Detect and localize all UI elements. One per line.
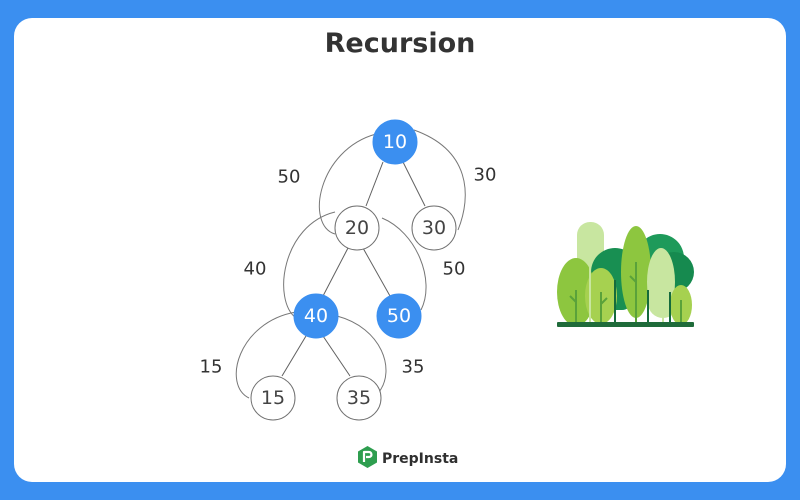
edge-20-50 xyxy=(362,247,391,297)
brand-logo: PrepInsta xyxy=(358,446,458,472)
tree-node: 30 xyxy=(411,205,457,251)
node-label: 10 xyxy=(383,131,407,153)
tree-node: 20 xyxy=(334,205,380,251)
tree-node: 15 xyxy=(250,375,296,421)
return-label: 40 xyxy=(244,259,267,280)
arc-15-to-40 xyxy=(235,311,297,399)
node-label: 40 xyxy=(304,305,328,327)
tree-node: 10 xyxy=(372,119,418,165)
return-labels: 50 30 40 50 15 35 xyxy=(200,165,497,378)
node-label: 35 xyxy=(347,387,371,409)
return-label: 15 xyxy=(200,357,223,378)
arc-30-to-10 xyxy=(413,129,466,231)
node-label: 50 xyxy=(387,305,411,327)
tree-nodes: 10 20 30 40 50 15 35 xyxy=(250,119,457,421)
arc-35-to-40 xyxy=(336,315,387,393)
edge-40-35 xyxy=(322,335,351,377)
node-label: 15 xyxy=(261,387,285,409)
edge-10-20 xyxy=(365,161,384,207)
tree-node: 50 xyxy=(376,293,422,339)
tree-edges xyxy=(281,161,426,377)
return-label: 50 xyxy=(278,167,301,188)
node-label: 30 xyxy=(422,217,446,239)
return-label: 30 xyxy=(474,165,497,186)
page-title: Recursion xyxy=(324,28,476,59)
return-label: 50 xyxy=(443,259,466,280)
return-label: 35 xyxy=(402,357,425,378)
tree-node: 35 xyxy=(336,375,382,421)
arc-40-to-20 xyxy=(283,211,336,319)
return-arcs xyxy=(235,129,466,399)
brand-name: PrepInsta xyxy=(382,451,459,467)
forest-trees-icon xyxy=(557,222,694,327)
tree-node: 40 xyxy=(293,293,339,339)
edge-40-15 xyxy=(281,335,307,377)
arc-50-to-20 xyxy=(381,217,427,311)
edge-10-30 xyxy=(402,161,426,207)
prepinsta-logo-icon xyxy=(358,446,377,472)
arc-20-to-10 xyxy=(319,133,377,235)
node-label: 20 xyxy=(345,217,369,239)
edge-20-40 xyxy=(322,247,349,297)
